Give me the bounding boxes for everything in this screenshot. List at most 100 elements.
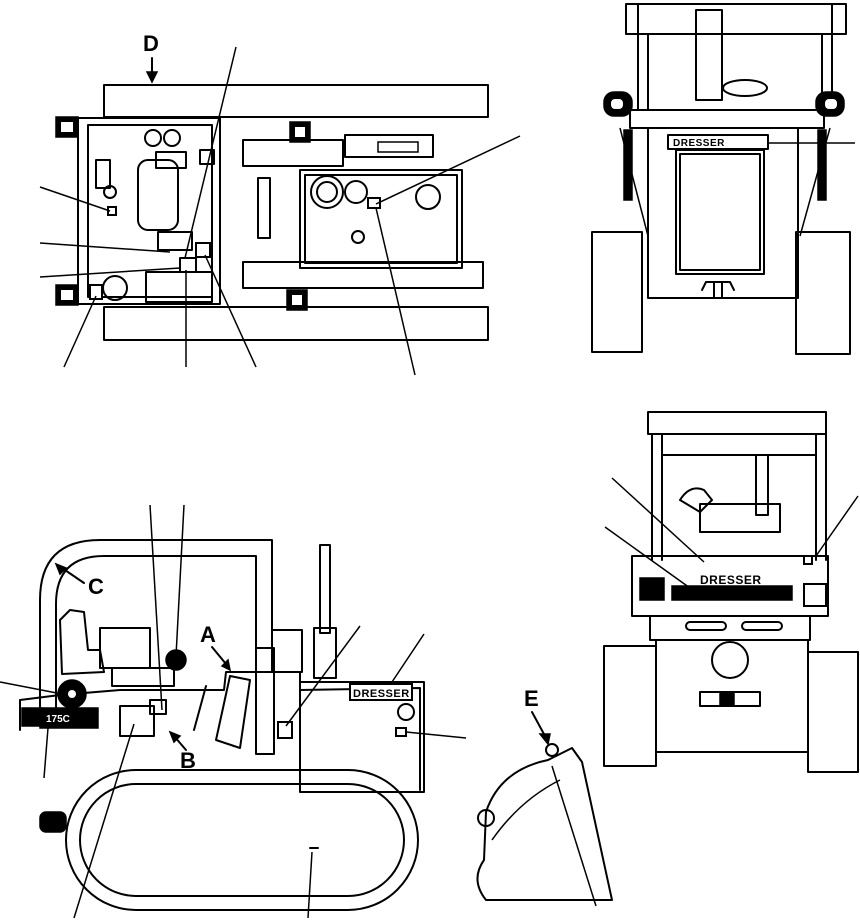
rear-decal-right	[803, 555, 813, 565]
top-leader-3	[39, 186, 111, 212]
top-decal-fuel	[89, 284, 103, 300]
side-lift-cylinder	[255, 647, 275, 755]
label-c: C	[88, 574, 104, 599]
top-view: D	[39, 31, 521, 376]
front-track-left	[591, 231, 643, 353]
top-fill-cap	[351, 230, 365, 244]
top-gauge-1	[144, 129, 162, 147]
top-frame-upper	[242, 139, 344, 167]
top-leader-4	[39, 242, 171, 253]
top-roller-lr-inner	[290, 293, 304, 307]
label-b: B	[180, 748, 196, 773]
top-track-upper	[103, 84, 489, 118]
rear-light-right	[803, 583, 827, 607]
top-engine-hood-inner	[304, 174, 458, 264]
top-leader-6	[63, 295, 97, 368]
side-air-cleaner	[271, 629, 303, 673]
rear-pto	[711, 641, 749, 679]
top-fuel-tank	[145, 271, 213, 303]
rear-slot-left	[685, 621, 727, 631]
front-light-right-lens	[823, 97, 839, 111]
top-track-lower	[103, 306, 489, 341]
rear-view: DRESSER	[603, 411, 859, 773]
front-radiator-grille	[675, 149, 765, 275]
rear-track-right	[807, 651, 859, 773]
label-b-arrowhead	[168, 730, 182, 744]
side-leader-5	[73, 723, 135, 919]
front-side-panel-right	[817, 129, 827, 201]
rear-stripe	[671, 585, 793, 601]
top-leader-9	[375, 207, 416, 376]
rear-brand-decal: DRESSER	[700, 573, 762, 587]
top-control-box	[157, 231, 193, 251]
top-leader-8	[204, 254, 257, 368]
side-leader-2	[175, 504, 185, 657]
bucket-leader	[551, 765, 597, 907]
front-track-right	[795, 231, 851, 355]
side-brand-plate	[349, 683, 413, 701]
rear-leader-2	[604, 526, 691, 589]
label-d-arrowhead	[145, 71, 159, 84]
side-view: 175C DRESSER C A B	[0, 504, 467, 919]
top-leader-5	[39, 267, 181, 278]
bucket-decal-dot	[545, 743, 559, 757]
rear-leader-3	[815, 495, 859, 557]
top-lever-box	[179, 257, 197, 273]
top-exhaust	[344, 180, 368, 204]
rear-track-left	[603, 645, 657, 767]
top-decal-box	[195, 242, 211, 258]
top-console	[155, 151, 187, 169]
side-leader-9	[307, 851, 313, 919]
side-model-decal: 175C	[46, 714, 70, 725]
top-leader-1	[184, 46, 237, 259]
label-d: D	[143, 31, 159, 56]
top-gauge-2	[163, 129, 181, 147]
front-hitch	[701, 281, 735, 299]
label-e: E	[524, 686, 539, 711]
side-leader-3	[0, 681, 63, 695]
side-plate-left	[21, 707, 43, 727]
side-tilt-cylinder	[215, 675, 251, 749]
label-a-arrow-line	[211, 646, 227, 665]
top-roller-ur-inner	[293, 125, 307, 139]
top-leader-2	[375, 135, 521, 205]
side-console	[111, 667, 175, 687]
rear-leader-1	[611, 477, 705, 563]
side-exhaust-base	[313, 627, 337, 679]
side-final-drive-center	[66, 688, 78, 700]
side-track-inner	[79, 783, 405, 897]
side-seat	[59, 609, 105, 675]
front-upper-body	[629, 109, 825, 129]
side-track	[65, 769, 419, 911]
top-engine-hood	[299, 169, 463, 269]
label-e-arrowhead	[538, 733, 551, 746]
bucket-outline	[476, 747, 613, 901]
front-exhaust-stack	[695, 9, 723, 101]
rear-slot-right	[741, 621, 783, 631]
label-a-arrowhead	[220, 658, 232, 672]
bucket-view: E	[476, 686, 613, 907]
bucket-lip	[491, 779, 561, 841]
rear-seat	[679, 487, 713, 513]
side-decal-engine	[277, 721, 293, 739]
top-cylinder	[344, 134, 434, 158]
top-radiator-cap	[415, 184, 441, 210]
front-view: DRESSER	[591, 3, 855, 355]
side-leader-8	[405, 731, 467, 739]
side-exhaust-stack	[319, 544, 331, 634]
label-c-arrow-line	[61, 567, 85, 584]
side-drawbar	[39, 811, 67, 833]
top-sprocket-ll-inner	[59, 288, 75, 302]
label-a: A	[200, 622, 216, 647]
side-rops-outer	[39, 539, 273, 721]
top-air-cleaner	[310, 175, 344, 209]
top-joystick-knob	[103, 185, 117, 199]
bucket-pivot	[477, 809, 495, 827]
side-leader-4	[43, 727, 49, 779]
rear-body	[631, 555, 829, 617]
side-filler-cap	[397, 703, 415, 721]
side-fuel-cap	[149, 699, 167, 715]
rear-light-left	[639, 577, 665, 601]
front-air-cleaner	[722, 79, 768, 97]
